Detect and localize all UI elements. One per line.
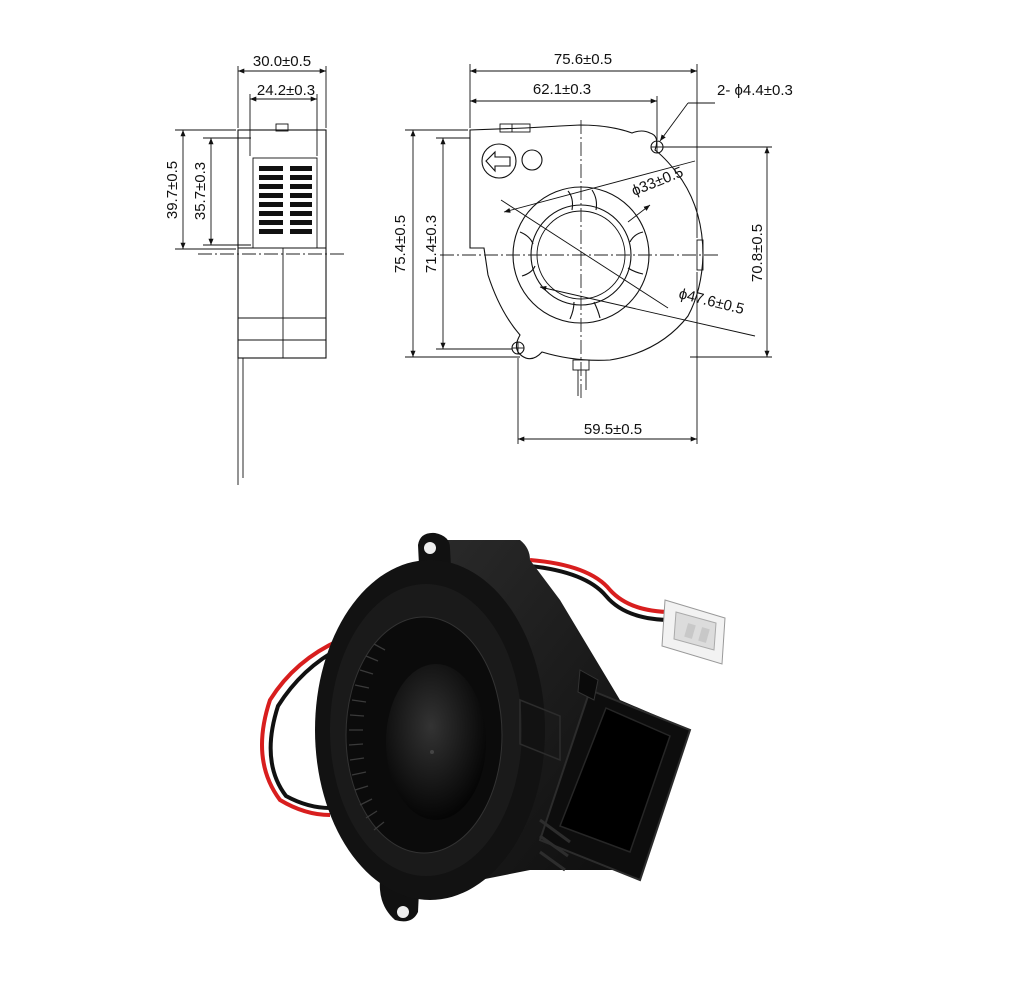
wire-connector — [661, 599, 726, 665]
side-view: 30.0±0.5 24.2±0.3 39.7±0.5 35.7±0.3 — [164, 53, 345, 485]
side-width-total: 30.0±0.5 — [253, 53, 311, 70]
mounting-hole-bottom — [511, 341, 525, 355]
front-view: 75.6±0.5 62.1±0.3 2- ϕ4.4±0.3 ϕ33±0.5 ϕ4… — [392, 51, 793, 444]
front-width-total: 75.6±0.5 — [554, 51, 612, 68]
red-wire-left — [260, 638, 341, 817]
side-body-outline — [237, 129, 327, 359]
fan-photo — [260, 532, 726, 922]
fan-hub — [386, 664, 486, 820]
side-width-inner: 24.2±0.3 — [257, 82, 315, 99]
front-height-total: 75.4±0.5 — [392, 215, 409, 273]
rotation-arrow-icon — [481, 143, 517, 179]
inner-diameter-label: ϕ33±0.5 — [629, 164, 686, 200]
side-vent-slots — [259, 166, 312, 234]
red-wire-right — [529, 558, 673, 614]
front-width-hole: 62.1±0.3 — [533, 81, 591, 98]
side-height-inner: 35.7±0.3 — [192, 162, 209, 220]
bottom-width-label: 59.5±0.5 — [584, 421, 642, 438]
hole-diameter-label: 2- ϕ4.4±0.3 — [717, 82, 793, 99]
impeller-blades — [348, 643, 386, 831]
side-height-total: 39.7±0.5 — [164, 161, 181, 219]
outer-diameter-label: ϕ47.6±0.5 — [677, 285, 746, 318]
front-height-right: 70.8±0.5 — [749, 224, 766, 282]
mounting-hole-top — [650, 140, 664, 154]
front-housing-outline — [469, 124, 704, 361]
front-height-hole: 71.4±0.3 — [423, 215, 440, 273]
impeller-spokes — [519, 189, 644, 320]
